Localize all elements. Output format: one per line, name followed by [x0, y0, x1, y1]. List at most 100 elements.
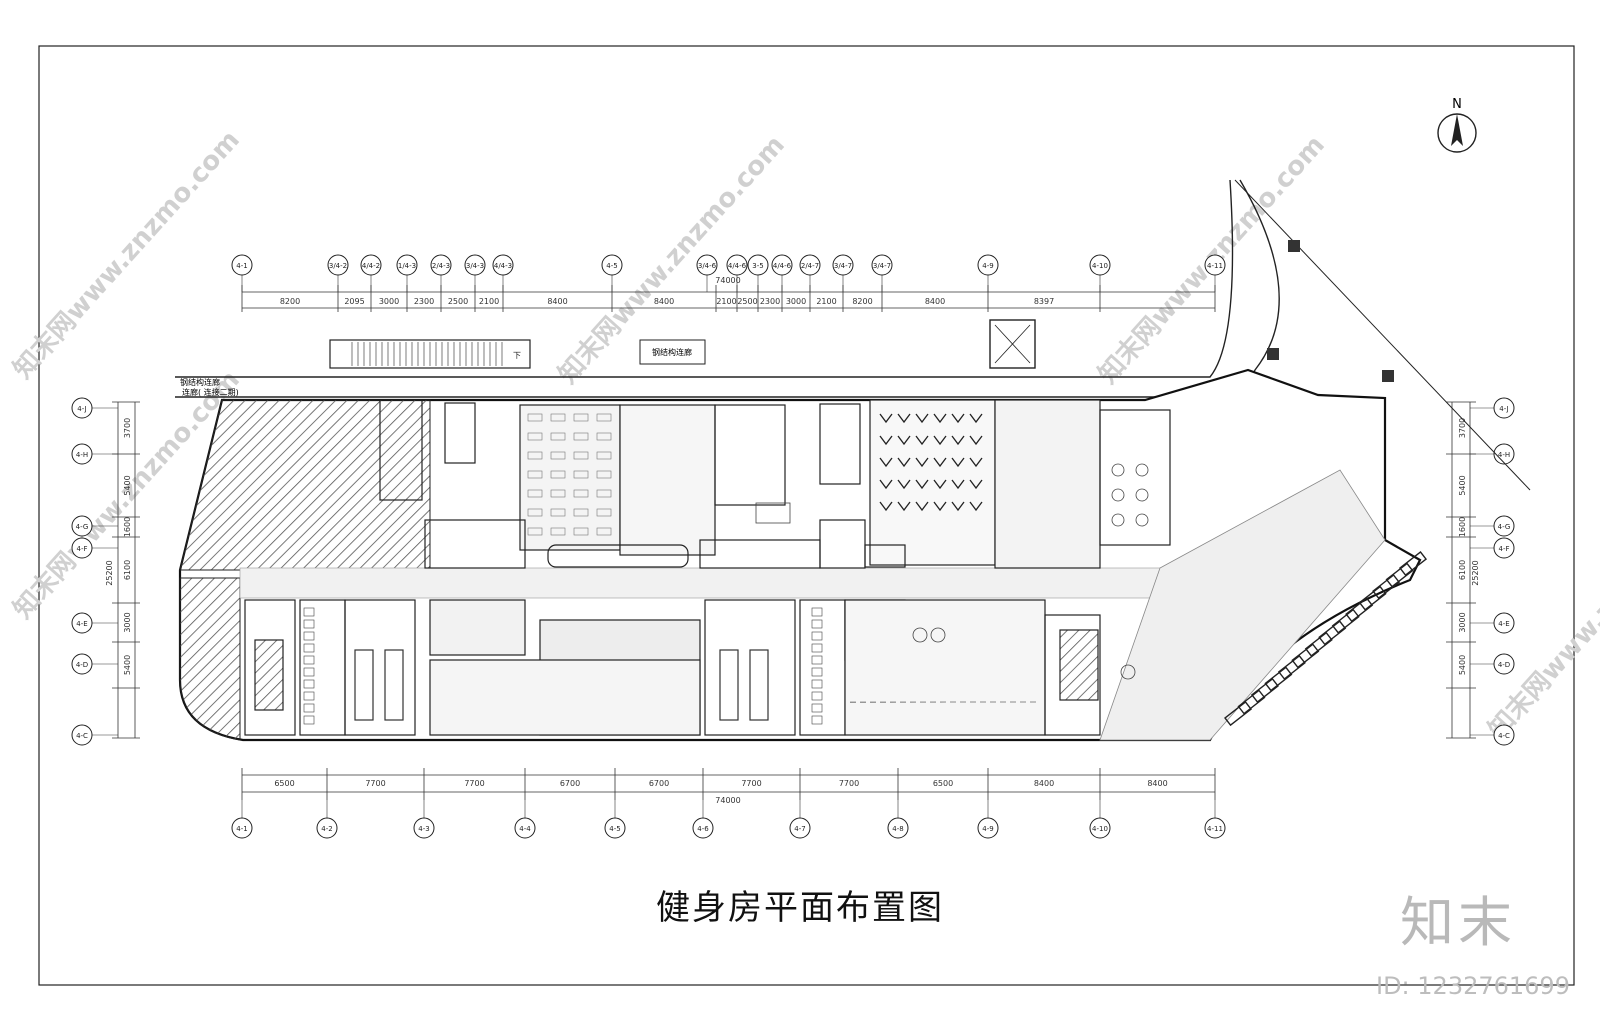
- left-span-label: 1600: [123, 517, 132, 537]
- cardio-machine: [1319, 621, 1345, 644]
- grid-label-left: 4-C: [76, 732, 88, 740]
- grid-label-right: 4-J: [1499, 405, 1508, 413]
- bottom-span-label: 7700: [464, 779, 484, 788]
- right-span-label: 5400: [1458, 655, 1467, 675]
- grid-label-right: 4-E: [1498, 620, 1509, 628]
- central-corridor: [240, 568, 1160, 598]
- grid-label-bottom: 4-3: [418, 825, 429, 833]
- left-span-label: 5400: [123, 655, 132, 675]
- column-marker: [1288, 240, 1300, 252]
- top-span-label: 8400: [654, 297, 674, 306]
- top-span-label: 8400: [925, 297, 945, 306]
- top-span-label: 2300: [414, 297, 434, 306]
- grid-label-top: 4/4-6: [773, 262, 792, 270]
- bottom-span-label: 6500: [933, 779, 953, 788]
- grid-label-top: 3/4-6: [698, 262, 717, 270]
- grid-label-top: 4/4-6: [728, 262, 747, 270]
- grid-label-top: 2/4-3: [432, 262, 450, 270]
- grid-label-top: 4-5: [606, 262, 617, 270]
- grid-label-bottom: 4-9: [982, 825, 993, 833]
- bottom-span-label: 6700: [560, 779, 580, 788]
- right-span-label: 3700: [1458, 418, 1467, 438]
- left-span-label: 3000: [123, 612, 132, 632]
- bottom-span-label: 8400: [1147, 779, 1167, 788]
- left-span-label: 3700: [123, 418, 132, 438]
- grid-label-bottom: 4-5: [609, 825, 620, 833]
- north-label: N: [1452, 97, 1462, 112]
- grid-label-bottom: 4-2: [321, 825, 332, 833]
- bottom-span-label: 8400: [1034, 779, 1054, 788]
- corridor-label-3: 连廊( 连接二期): [182, 387, 239, 397]
- top-span-label: 2100: [479, 297, 499, 306]
- image-id: ID: 1232761699: [1376, 972, 1570, 1000]
- right-span-label: 5400: [1458, 475, 1467, 495]
- grid-label-left: 4-F: [76, 545, 87, 553]
- bottom-dimension-chain: 6500 7700 7700 6700 6700 7700 7700 6500 8400 8400…: [232, 768, 1225, 838]
- top-span-label: 2100: [716, 297, 736, 306]
- top-span-label: 8397: [1034, 297, 1054, 306]
- grid-label-bottom: 4-10: [1092, 825, 1108, 833]
- grid-label-bottom: 4-7: [794, 825, 805, 833]
- grid-label-left: 4-H: [76, 451, 88, 459]
- north-arrow: N: [1438, 97, 1476, 152]
- grid-label-bottom: 4-11: [1207, 825, 1223, 833]
- grid-label-left: 4-J: [77, 405, 86, 413]
- top-span-label: 8400: [547, 297, 567, 306]
- top-span-label: 2095: [344, 297, 364, 306]
- column-marker: [1382, 370, 1394, 382]
- top-span-label: 2500: [737, 297, 757, 306]
- grid-label-top: 3/4-3: [466, 262, 484, 270]
- bottom-span-label: 6500: [274, 779, 294, 788]
- grid-label-right: 4-F: [1498, 545, 1509, 553]
- hatched-zone-lower-left: [180, 578, 240, 740]
- bottom-span-label: 7700: [839, 779, 859, 788]
- watermark: 知末网www.znzmo.com: [8, 125, 246, 385]
- top-span-label: 2100: [816, 297, 836, 306]
- grid-label-top: 3/4-7: [834, 262, 852, 270]
- stair-down-label: 下: [513, 351, 521, 360]
- grid-label-left: 4-D: [76, 661, 88, 669]
- brand-logo: 知末: [1400, 878, 1516, 957]
- grid-label-top: 3/4-2: [329, 262, 347, 270]
- bottom-span-label: 6700: [649, 779, 669, 788]
- grid-label-top: 4-1: [236, 262, 247, 270]
- grid-label-top: 4-10: [1092, 262, 1108, 270]
- left-span-label: 6100: [123, 560, 132, 580]
- grid-label-right: 4-C: [1498, 732, 1510, 740]
- corridor-label-1: 钢结构连廊: [652, 347, 692, 357]
- grid-label-left: 4-E: [76, 620, 87, 628]
- right-span-label: 3000: [1458, 612, 1467, 632]
- grid-label-top: 4/4-2: [362, 262, 380, 270]
- grid-label-bottom: 4-1: [236, 825, 247, 833]
- left-span-label: 5400: [123, 475, 132, 495]
- bottom-span-label: 7700: [741, 779, 761, 788]
- cardio-machine: [1306, 633, 1332, 656]
- top-span-label: 2500: [448, 297, 468, 306]
- top-span-label: 3000: [379, 297, 399, 306]
- corridor-label-2: 钢结构连廊: [180, 377, 220, 387]
- grid-label-top: 4-9: [982, 262, 993, 270]
- column-marker: [1267, 348, 1279, 360]
- top-span-label: 8200: [280, 297, 300, 306]
- cardio-machine: [1279, 656, 1305, 679]
- right-span-label: 6100: [1458, 560, 1467, 580]
- hatched-zone-upper-left: [180, 400, 430, 570]
- top-span-label: 8200: [852, 297, 872, 306]
- height-dimension-left: 25200: [105, 560, 114, 585]
- grid-label-top: 2/4-7: [801, 262, 819, 270]
- grid-label-right: 4-D: [1498, 661, 1510, 669]
- bottom-span-label: 7700: [365, 779, 385, 788]
- grid-label-bottom: 4-6: [697, 825, 709, 833]
- top-span-label: 3000: [786, 297, 806, 306]
- cardio-machine: [1292, 644, 1318, 667]
- right-span-label: 1600: [1458, 517, 1467, 537]
- grid-label-top: 3/4-7: [873, 262, 891, 270]
- grid-label-top: 1/4-3: [398, 262, 416, 270]
- top-span-label: 2300: [760, 297, 780, 306]
- grid-label-top: 4/4-3: [494, 262, 512, 270]
